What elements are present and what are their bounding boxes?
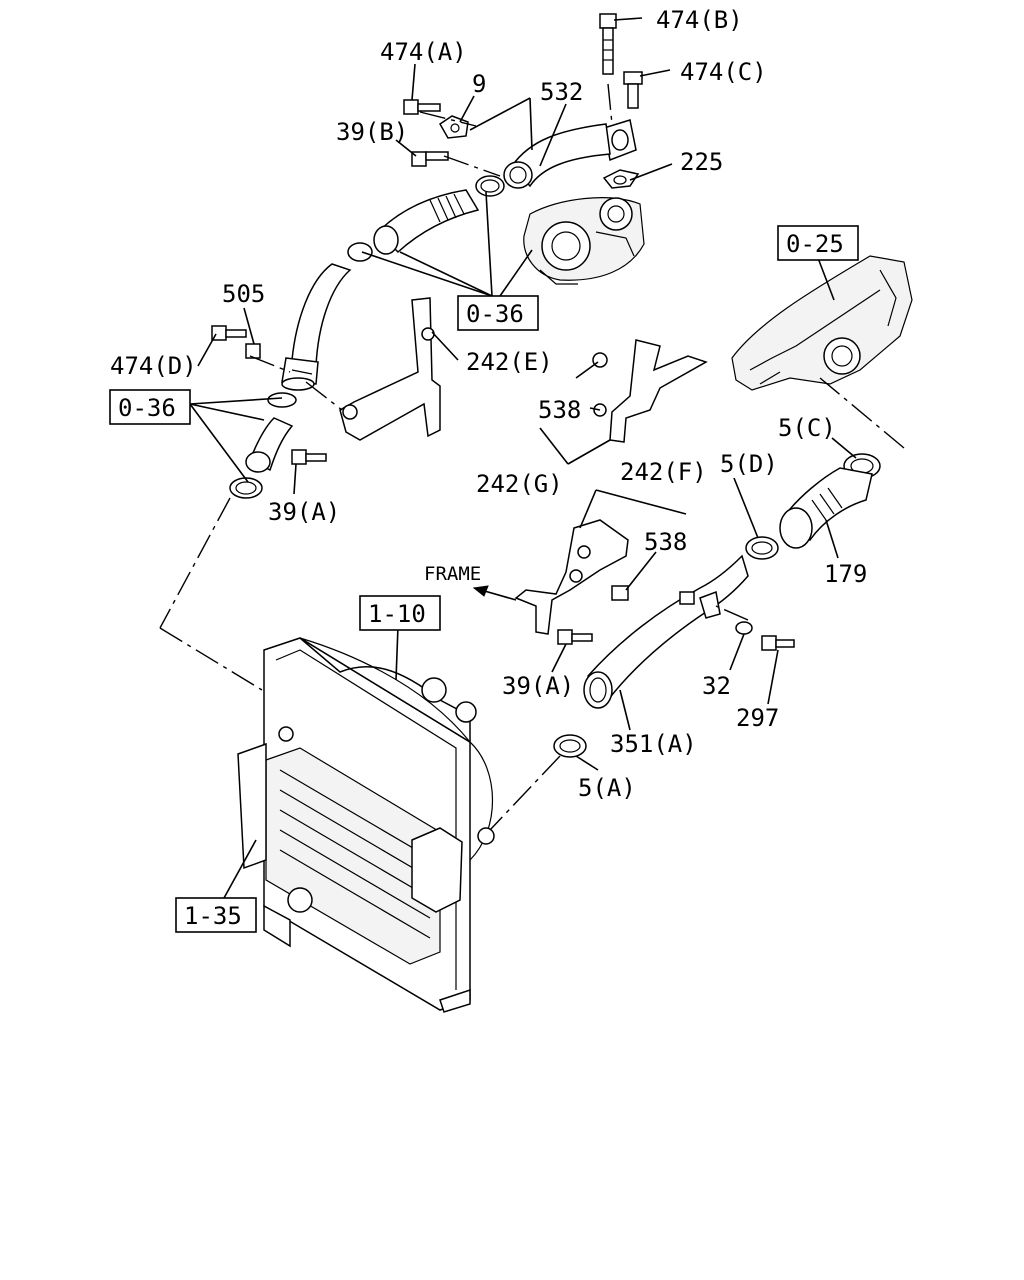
label-225: 225 [680,148,723,176]
label-0-25: 0-25 [786,230,844,258]
ref-box-0-36-left [109,389,191,425]
label-1-10: 1-10 [368,600,426,628]
bracket-242f [514,519,629,635]
nut-505 [245,343,261,359]
bolt-39a-right [557,629,593,645]
ref-box-1-35 [175,897,257,933]
label-39b: 39(B) [336,118,408,146]
bolt-297 [761,635,795,651]
bolt-474c [623,71,643,109]
washer-32 [735,621,753,635]
label-39a-left: 39(A) [268,498,340,526]
label-frame: FRAME [424,563,481,585]
hose-clamp-mid [347,242,373,262]
label-39a-right: 39(A) [502,672,574,700]
hose-clamp-left-a [267,392,297,408]
ref-box-0-36-top [457,295,539,331]
bolt-474b [599,13,617,75]
leader-lines [189,17,857,899]
hose-clamp-left-b [229,477,263,499]
exhaust-manifold [731,255,913,391]
gasket-225 [602,169,640,189]
short-hose-left [245,417,294,473]
label-242e: 242(E) [466,348,553,376]
label-474a: 474(A) [380,38,467,66]
clamp-5d [745,536,779,560]
label-474c: 474(C) [680,58,767,86]
ref-box-1-10 [359,595,441,631]
label-0-36-left: 0-36 [118,394,176,422]
label-5c: 5(C) [778,414,836,442]
label-9: 9 [472,70,486,98]
label-5d: 5(D) [720,450,778,478]
frame-arrow [472,585,517,601]
bolt-474d [211,325,247,341]
label-1-35: 1-35 [184,902,242,930]
pipe-532 [503,123,611,189]
radiator-intercooler-assembly [237,637,495,1013]
reference-lines [159,83,905,831]
corrugated-hose-upper [373,189,480,255]
pipe-351a [583,554,749,709]
label-474d: 474(D) [110,352,197,380]
label-351a: 351(A) [610,730,697,758]
ref-box-0-25 [777,225,859,261]
bolt-39a-left [291,449,327,465]
nut-538-lower [611,585,629,601]
hose-clamp-upper [475,175,505,197]
intake-pipe-505 [281,263,352,391]
label-538-lower: 538 [644,528,687,556]
label-532: 532 [540,78,583,106]
label-242f: 242(F) [620,458,707,486]
bolt-474a [403,99,441,115]
label-32: 32 [702,672,731,700]
label-505: 505 [222,280,265,308]
label-538-upper: 538 [538,396,581,424]
turbocharger [523,197,645,285]
bracket-242e [339,297,441,441]
hose-179 [779,467,873,549]
clamp-9 [439,115,469,139]
bracket-242g [592,339,708,443]
label-179: 179 [824,560,867,588]
label-5a: 5(A) [578,774,636,802]
label-242g: 242(G) [476,470,563,498]
clamp-5a [553,734,587,758]
bolt-39b [411,151,449,167]
label-297: 297 [736,704,779,732]
label-0-36-top: 0-36 [466,300,524,328]
label-474b: 474(B) [656,6,743,34]
